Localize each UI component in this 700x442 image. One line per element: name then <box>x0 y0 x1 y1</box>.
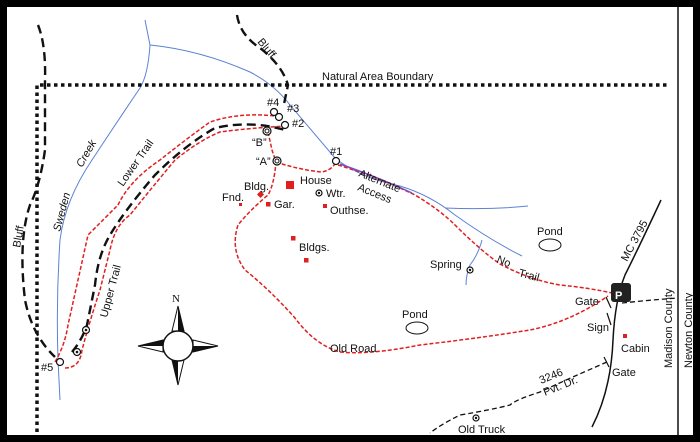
main-trail[interactable] <box>71 123 286 353</box>
private-drive[interactable] <box>429 361 608 434</box>
county-road-dashed <box>621 297 679 304</box>
bldg-label: Bldg. <box>244 181 269 193</box>
point-a[interactable] <box>272 156 282 166</box>
water-label: Wtr. <box>326 188 346 200</box>
bluff-west-label: Bluff <box>11 224 27 248</box>
compass-rose-icon: N <box>137 293 219 386</box>
map-canvas <box>7 7 693 435</box>
bldgs-icon <box>291 236 296 241</box>
trail-a-to-1[interactable] <box>275 161 337 173</box>
sign-icon <box>606 312 612 326</box>
old-road-label: Old Road <box>330 343 376 355</box>
house-icon <box>286 181 294 189</box>
cabin-label: Cabin <box>621 343 650 355</box>
waypoints: #5 #4 #3 #2 “B” “A” #1 <box>41 97 342 374</box>
waypoint-2[interactable] <box>280 120 290 130</box>
gate-icon <box>603 356 610 368</box>
spring-label: Spring <box>430 259 462 271</box>
pond-icon <box>538 238 562 252</box>
old-road[interactable] <box>234 131 609 354</box>
gate-label-2: Gate <box>612 367 636 379</box>
waypoint-1[interactable] <box>331 156 341 166</box>
cabin-icon <box>623 334 627 338</box>
parking-icon[interactable]: P <box>611 283 631 302</box>
waypoint-1-label: #1 <box>330 146 342 158</box>
boundary-label: Natural Area Boundary <box>322 71 434 83</box>
bldg-icon <box>256 190 265 199</box>
foundation-label: Fnd. <box>222 192 244 204</box>
waypoint-3-label: #3 <box>287 103 299 115</box>
outhouse-label: Outhse. <box>330 205 369 217</box>
waypoint-3[interactable] <box>274 112 284 122</box>
garage-label: Gar. <box>274 199 295 211</box>
gate-icon <box>605 296 612 309</box>
point-b[interactable] <box>262 126 272 136</box>
upper-trail[interactable] <box>64 125 288 369</box>
house-label: House <box>300 175 332 187</box>
waypoint-5-label: #5 <box>41 362 53 374</box>
waypoint-5[interactable] <box>55 357 65 367</box>
newton-county-label: Newton County <box>683 292 695 368</box>
waypoint-4-label: #4 <box>267 97 279 109</box>
parking-label: P <box>615 290 622 302</box>
waypoint-4[interactable] <box>269 107 279 117</box>
gate-label-1: Gate <box>575 296 599 308</box>
mc-3795-road[interactable] <box>591 199 662 428</box>
pond-icon <box>405 321 429 335</box>
sign-label: Sign <box>587 322 609 334</box>
foundation-icon <box>239 203 242 206</box>
point-b-label: “B” <box>252 137 267 149</box>
bldgs-icon <box>304 258 309 263</box>
trail-label: Trail <box>517 267 540 284</box>
bluff-west <box>21 24 56 358</box>
pond-label-1: Pond <box>537 226 563 238</box>
old-truck-label: Old Truck <box>458 424 506 436</box>
alternate-access-route[interactable] <box>339 163 413 194</box>
lower-trail[interactable] <box>54 114 276 363</box>
waypoint-2-label: #2 <box>292 118 304 130</box>
outhouse-icon <box>323 204 327 208</box>
madison-county-label: Madison County <box>663 288 675 368</box>
garage-icon <box>266 202 271 207</box>
bldgs-label: Bldgs. <box>299 242 330 254</box>
pond-label-2: Pond <box>402 309 428 321</box>
point-a-label: “A” <box>256 156 271 168</box>
no-label: No <box>495 254 513 270</box>
north-label: N <box>172 293 180 305</box>
